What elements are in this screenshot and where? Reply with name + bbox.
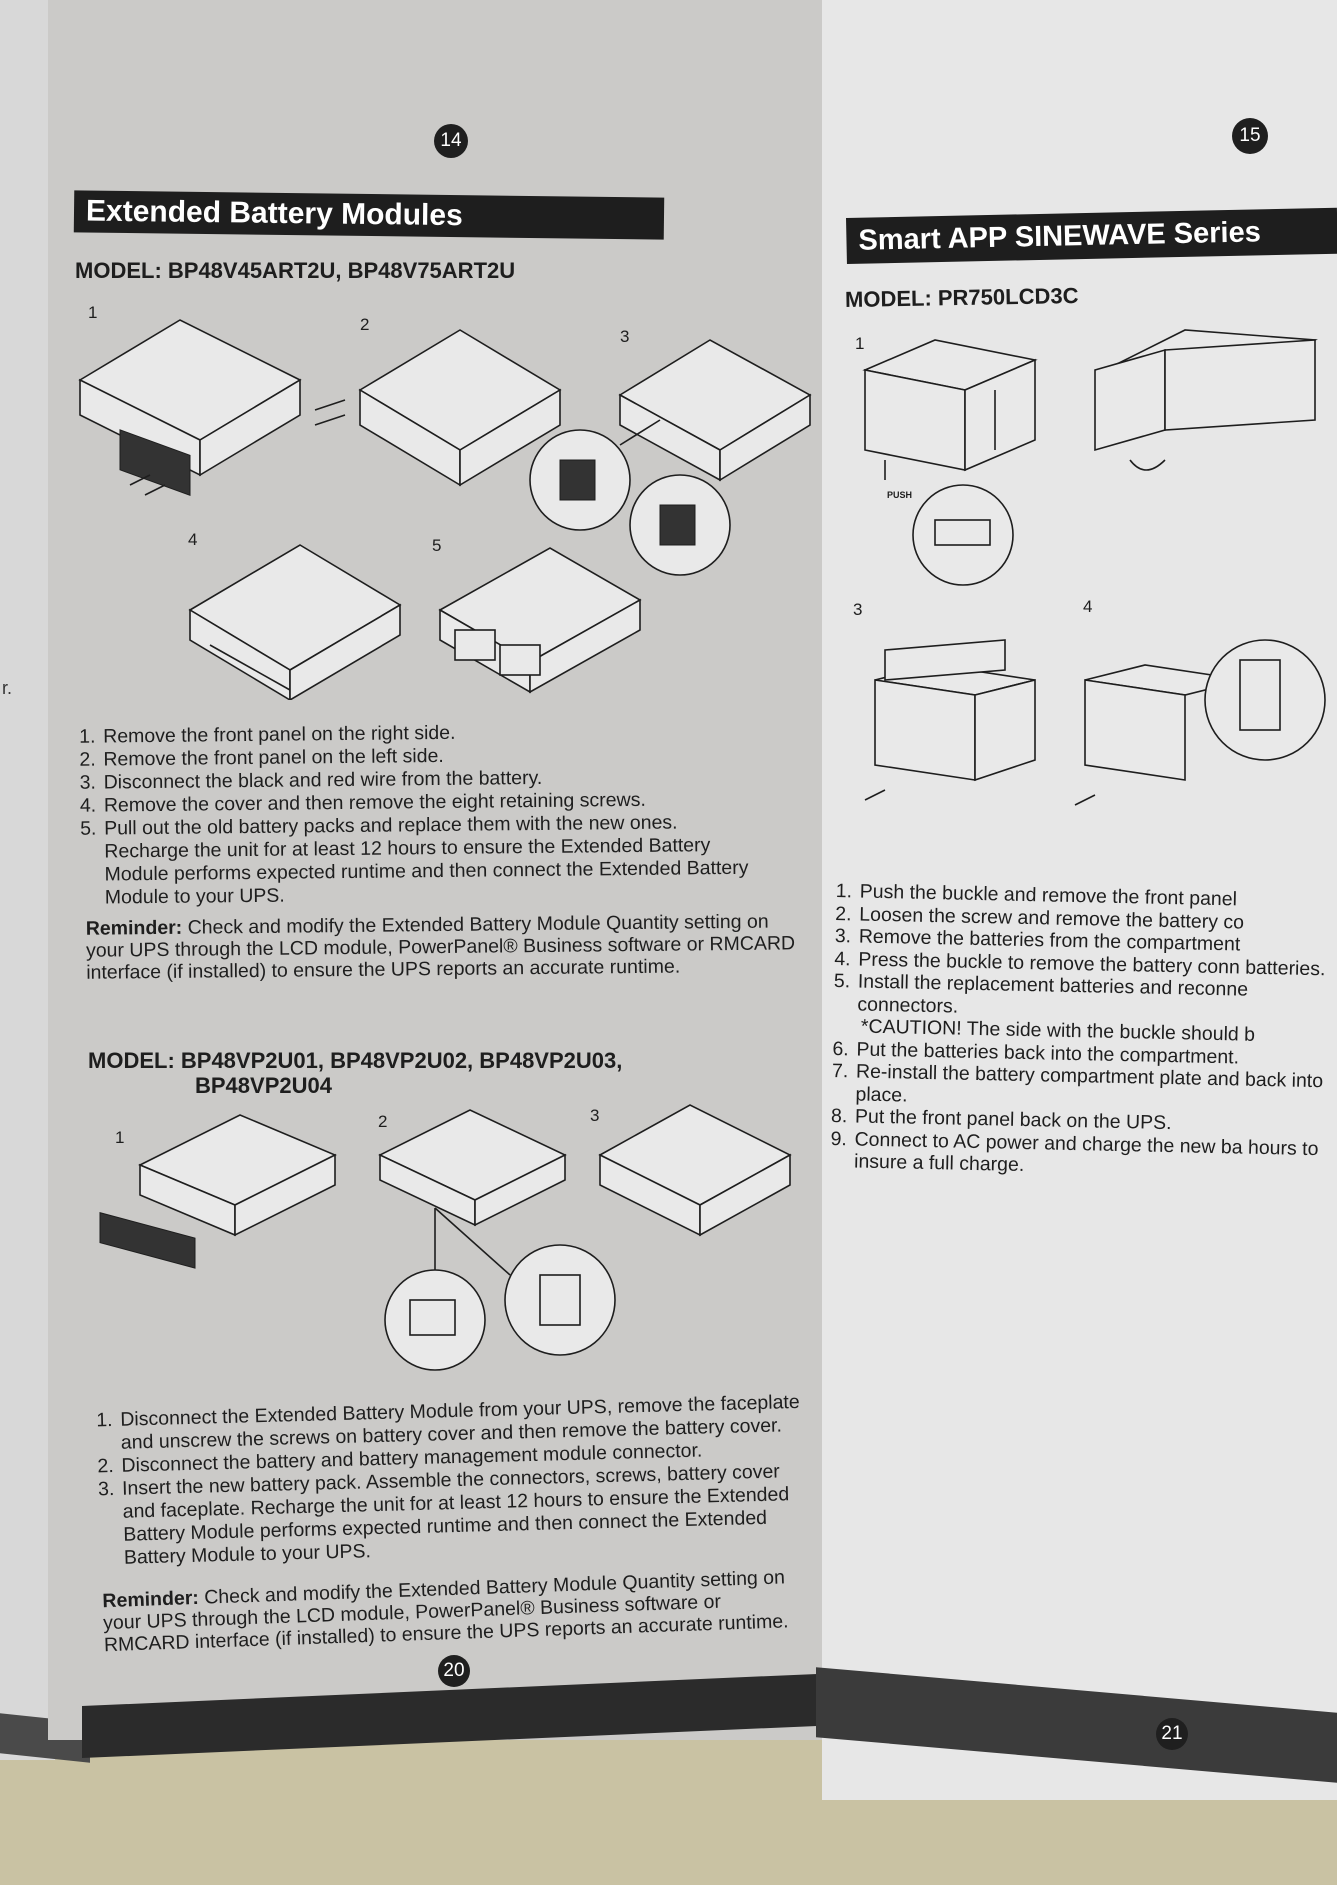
page-number-top-right: 15	[1232, 118, 1268, 154]
page-number-bottom-left: 20	[438, 1655, 470, 1687]
reminder-text: Check and modify the Extended Battery Mo…	[85, 910, 796, 984]
fig-label: 1	[855, 334, 865, 353]
section1-reminder: Reminder: Check and modify the Extended …	[86, 910, 807, 984]
fig-label: 1	[115, 1128, 125, 1147]
fig-label: 3	[620, 327, 630, 346]
cropped-edge-text: r.	[2, 678, 13, 698]
push-label: PUSH	[887, 490, 913, 500]
section2-steps: 1.Disconnect the Extended Battery Module…	[96, 1391, 815, 1571]
section2-figures: 1 2 3	[90, 1100, 810, 1390]
fig-label: 5	[432, 536, 442, 555]
ups-battery-diagram	[862, 329, 1326, 806]
section2-model-line1: MODEL: BP48VP2U01, BP48VP2U02, BP48VP2U0…	[88, 1048, 623, 1073]
battery-module-diagram-2	[99, 1104, 792, 1371]
reminder-label: Reminder:	[85, 916, 183, 940]
right-figures: 1 3 4 PUSH	[845, 320, 1337, 860]
right-page-model: MODEL: PR750LCD3C	[844, 282, 1079, 313]
page-number-bottom-right: 21	[1156, 1718, 1188, 1750]
section1-model: MODEL: BP48V45ART2U, BP48V75ART2U	[75, 258, 516, 283]
right-page-steps: 1.Push the buckle and remove the front p…	[830, 880, 1337, 1183]
fig-label: 1	[88, 303, 98, 322]
section1-steps: 1.Remove the front panel on the right si…	[79, 718, 801, 910]
fig-label: 2	[378, 1112, 388, 1131]
battery-module-diagram-1	[78, 319, 812, 700]
left-page	[48, 0, 831, 1740]
fig-label: 3	[590, 1106, 600, 1125]
fig-label: 4	[188, 530, 198, 549]
list-item: 5.Pull out the old battery packs and rep…	[80, 811, 749, 909]
page-number-top-left: 14	[434, 124, 468, 158]
section1-figures: 1 2 3 4 5	[60, 300, 820, 700]
left-page-title: Extended Battery Modules	[73, 190, 665, 240]
list-item: 3.Insert the new battery pack. Assemble …	[97, 1460, 790, 1569]
section2-model-line2: BP48VP2U04	[195, 1073, 332, 1098]
fig-label: 3	[853, 600, 863, 619]
fig-label: 4	[1083, 597, 1093, 616]
right-page	[822, 0, 1337, 1800]
adjacent-sheet	[0, 0, 55, 1760]
fig-label: 2	[360, 315, 370, 334]
